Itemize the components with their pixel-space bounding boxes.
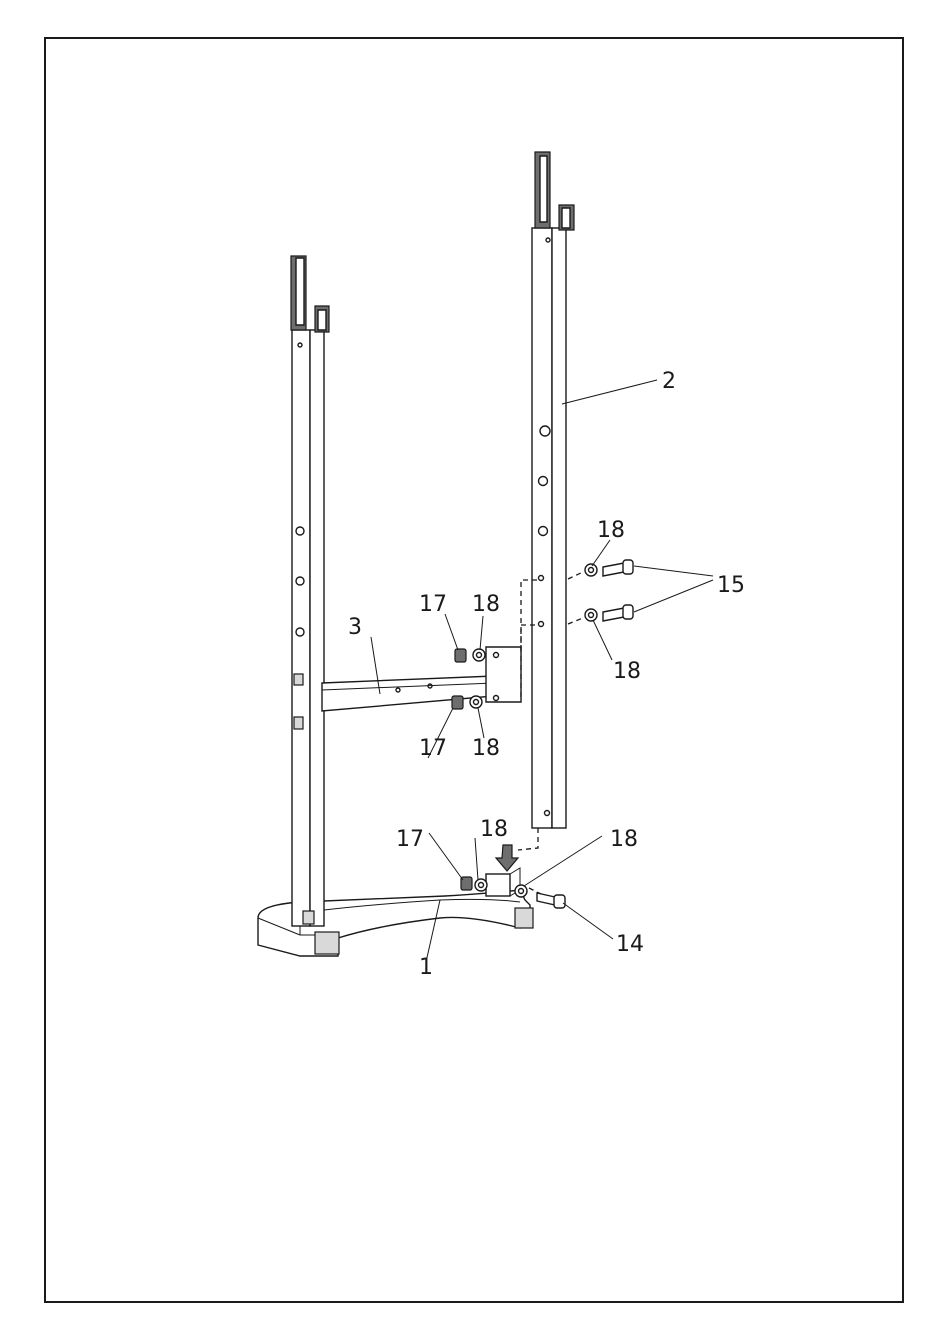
callout-18-mid-right: 18 <box>613 659 641 684</box>
callout-18-lower: 18 <box>472 736 500 761</box>
upright-right <box>532 152 574 828</box>
callout-17-upper: 17 <box>419 592 447 617</box>
callout-18-top-right: 18 <box>597 518 625 543</box>
callout-1: 1 <box>419 955 433 980</box>
callout-17-lower: 17 <box>419 736 447 761</box>
callout-14: 14 <box>616 932 644 957</box>
crossbar <box>322 647 521 711</box>
callout-18-base-right: 18 <box>610 827 638 852</box>
callout-17-base: 17 <box>396 827 424 852</box>
callout-18-base-left: 18 <box>480 817 508 842</box>
callout-18-upper: 18 <box>472 592 500 617</box>
callout-2: 2 <box>662 369 676 394</box>
callout-15: 15 <box>717 573 745 598</box>
upright-left <box>291 256 329 926</box>
callout-3: 3 <box>348 615 362 640</box>
